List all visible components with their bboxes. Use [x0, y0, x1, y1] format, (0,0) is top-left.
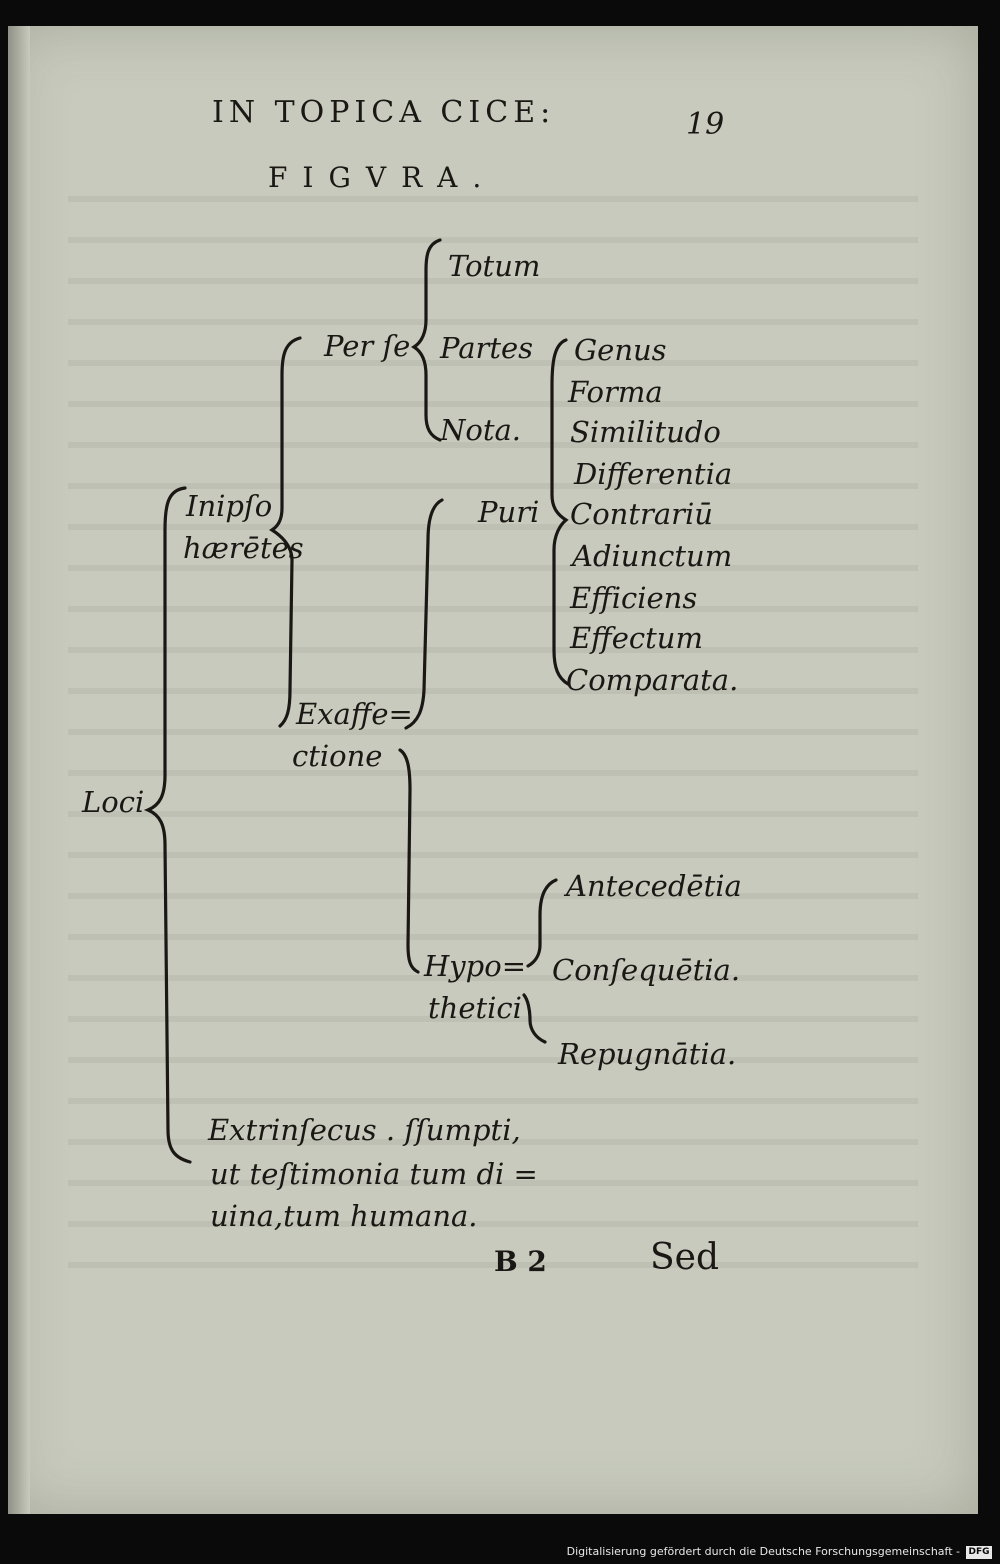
- brace-perse: [410, 238, 442, 442]
- node-differentia: Differentia: [574, 457, 733, 491]
- node-efficiens: Efficiens: [570, 581, 698, 615]
- node-similitudo: Similitudo: [570, 415, 721, 449]
- node-antecedentia: Antecedētia: [566, 869, 742, 903]
- node-contrarium: Contrariū: [570, 497, 713, 531]
- brace-hypothetici: [526, 878, 558, 968]
- node-extrinsecus-line2: ut teſtimonia tum di =: [210, 1157, 538, 1191]
- brace-loci: [143, 486, 192, 1164]
- catchword: Sed: [650, 1237, 720, 1278]
- brace-exaffectione-upper: [404, 498, 444, 730]
- node-adiunctum: Adiunctum: [572, 539, 733, 573]
- node-repugnantia: Repugnātia.: [558, 1037, 737, 1071]
- node-extrinsecus-line3: uina,tum humana.: [210, 1199, 478, 1233]
- node-inipso-line2: hærētes: [183, 531, 304, 565]
- node-puri: Puri: [478, 495, 540, 529]
- node-consequentia: Conſequētia.: [552, 953, 741, 987]
- node-loci: Loci: [82, 785, 145, 819]
- node-totum: Totum: [448, 249, 541, 283]
- funding-credit: Digitalisierung gefördert durch die Deut…: [566, 1545, 960, 1558]
- show-through-text: [68, 166, 918, 1286]
- signature-mark: B 2: [494, 1245, 547, 1278]
- node-inipso-line1: Inipſo: [186, 489, 273, 523]
- book-page: [8, 26, 978, 1514]
- node-hypothetici-line1: Hypo=: [424, 949, 526, 983]
- dfg-logo: DFG: [966, 1546, 992, 1559]
- node-partes: Partes: [440, 331, 534, 365]
- node-hypothetici-line2: thetici: [428, 991, 522, 1025]
- running-head: IN TOPICA CICE:: [212, 95, 556, 130]
- node-exaffectione-line1: Exaffe=: [296, 697, 413, 731]
- brace-hypothetici-lower: [522, 993, 547, 1044]
- brace-puri: [550, 338, 570, 686]
- digitization-footer: Digitalisierung gefördert durch die Deut…: [0, 1516, 1000, 1564]
- brace-inipso: [269, 336, 302, 728]
- node-effectum: Effectum: [570, 621, 703, 655]
- page-number: 19: [686, 107, 725, 142]
- brace-exaffectione-lower: [398, 748, 420, 974]
- node-extrinsecus-line1: Extrinſecus . ſſumpti,: [208, 1113, 521, 1147]
- node-forma: Forma: [568, 375, 663, 409]
- node-exaffectione-line2: ctione: [292, 739, 383, 773]
- node-comparata: Comparata.: [566, 663, 739, 697]
- node-perse: Per ſe: [324, 329, 411, 363]
- node-nota: Nota.: [440, 413, 521, 447]
- node-genus: Genus: [574, 333, 667, 367]
- binding-shadow: [8, 26, 30, 1514]
- figure-title: FIGVRA.: [268, 161, 497, 194]
